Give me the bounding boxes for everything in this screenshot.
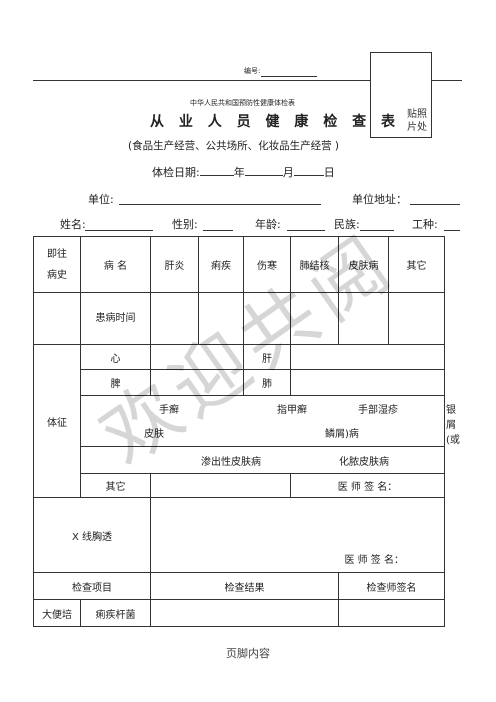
liver-field[interactable] — [290, 344, 445, 370]
xray-result-field[interactable]: 医 师 签 名： — [150, 497, 445, 573]
exam-spleen-lung-row: 脾 肺 — [34, 369, 445, 396]
unit-address-label: 单位地址： — [352, 193, 407, 206]
lab-stool-row: 大便培 痢疾杆菌 — [33, 599, 445, 627]
header-rule-right — [432, 80, 462, 81]
liver-label: 肝 — [243, 344, 291, 370]
age-field[interactable] — [287, 230, 325, 231]
disease-skin: 皮肤病 — [338, 236, 389, 293]
duration-label: 患病时间 — [95, 312, 136, 324]
exam-date-row: 体检日期: 年 月 日 — [152, 164, 335, 180]
disease-hepatitis: 肝炎 — [150, 236, 199, 293]
unit-label: 单位: — [88, 193, 114, 206]
name-field[interactable] — [85, 230, 153, 231]
disease-name-header: 病 名 — [80, 236, 151, 293]
skin-hand-eczema: 手部湿疹 — [358, 405, 398, 416]
history-empty-cell — [33, 292, 81, 345]
spleen-label: 脾 — [80, 369, 151, 396]
photo-placeholder-text: 贴照 片处 — [371, 108, 433, 134]
exam-skin-row: 手癣 指甲癣 手部湿疹 银屑(或 皮肤 鳞屑)病 — [34, 395, 460, 447]
exam-label-cell: 体征 — [33, 344, 81, 498]
duration-typhoid-field[interactable] — [243, 292, 291, 345]
history-label: 即往病史 — [47, 248, 67, 281]
duration-dysentery-field[interactable] — [198, 292, 244, 345]
ethnicity-field[interactable] — [360, 230, 394, 231]
exam-heart-liver-row: 体征 心 肝 — [33, 344, 445, 498]
skin-cell-2: 渗出性皮肤病 化脓皮肤病 — [80, 446, 445, 474]
skin-cell: 手癣 指甲癣 手部湿疹 银屑(或 皮肤 鳞屑)病 — [80, 395, 460, 447]
spleen-field[interactable] — [150, 369, 244, 396]
stool-culture-label: 大便培 — [33, 599, 81, 627]
skin-tinea-manus: 手癣 — [159, 405, 179, 416]
form-title: 从 业 人 员 健 康 检 查 表 — [150, 114, 400, 130]
day-label: 日 — [323, 166, 335, 179]
job-label: 工种: — [412, 218, 438, 231]
exam-date-label: 体检日期: — [152, 166, 200, 179]
heart-field[interactable] — [150, 344, 244, 370]
header-rule — [33, 80, 370, 81]
lab-header-row: 检查项目 检查结果 检查师签名 — [33, 572, 445, 600]
form-scope: (食品生产经营、公共场所、化妆品生产经营 ) — [128, 140, 340, 152]
unit-field[interactable] — [119, 204, 321, 205]
unit-address-field[interactable] — [410, 204, 460, 205]
month-field[interactable] — [244, 165, 283, 176]
lab-signer-header: 检查师签名 — [338, 572, 445, 600]
heart-label: 心 — [80, 344, 151, 370]
exam-skin-row-2: 渗出性皮肤病 化脓皮肤病 — [34, 446, 445, 474]
ethnicity-label: 民族: — [334, 218, 360, 231]
lung-field[interactable] — [290, 369, 445, 396]
history-label-cell: 即往病史 — [33, 236, 81, 293]
number-field-line[interactable] — [261, 76, 317, 77]
skin-psoriasis-cont: 鳞屑)病 — [325, 429, 359, 440]
skin-onychomycosis: 指甲癣 — [277, 405, 307, 416]
page-footer: 页脚内容 — [226, 647, 270, 660]
xray-doctor-sign: 医 师 签 名： — [344, 555, 404, 566]
name-label: 姓名: — [60, 218, 86, 231]
xray-label: X 线胸透 — [33, 497, 151, 573]
skin-psoriasis: 银屑(或 — [446, 405, 460, 446]
duration-tb-field[interactable] — [290, 292, 339, 345]
health-exam-table: 即往病史 病 名 肝炎 痢疾 伤寒 肺结核 皮肤病 其它 患病时间 体征 心 肝… — [33, 236, 460, 627]
xray-row: X 线胸透 医 师 签 名： — [33, 497, 445, 573]
disease-other: 其它 — [388, 236, 445, 293]
skin-label: 皮肤 — [144, 429, 164, 440]
exam-other-field[interactable] — [150, 473, 291, 498]
photo-box: 贴照 片处 — [370, 52, 432, 138]
exam-other-row: 其它 医 师 签 名： — [34, 473, 445, 498]
number-label: 编号: — [244, 67, 261, 75]
dysentery-bacillus-label: 痢疾杆菌 — [80, 599, 151, 627]
year-label: 年 — [233, 166, 245, 179]
history-duration-row: 患病时间 — [33, 292, 445, 345]
lab-item-header: 检查项目 — [33, 572, 151, 600]
job-field[interactable] — [444, 230, 460, 231]
duration-label-cell: 患病时间 — [80, 292, 151, 345]
gender-field[interactable] — [203, 230, 233, 231]
lab-result-header: 检查结果 — [150, 572, 339, 600]
history-header-row: 即往病史 病 名 肝炎 痢疾 伤寒 肺结核 皮肤病 其它 — [33, 236, 445, 293]
exam-doctor-sign[interactable]: 医 师 签 名： — [290, 473, 445, 498]
year-field[interactable] — [199, 165, 234, 176]
lung-label: 肺 — [243, 369, 291, 396]
photo-label-line2: 片处 — [407, 122, 427, 133]
disease-tuberculosis: 肺结核 — [290, 236, 339, 293]
form-subtitle: 中华人民共和国预防性健康体检表 — [190, 99, 295, 107]
age-label: 年龄: — [255, 218, 281, 231]
photo-label-line1: 贴照 — [407, 109, 427, 120]
disease-typhoid: 伤寒 — [243, 236, 291, 293]
duration-other-field[interactable] — [388, 292, 445, 345]
skin-exudative: 渗出性皮肤病 — [201, 457, 261, 468]
skin-purulent: 化脓皮肤病 — [339, 457, 389, 468]
disease-dysentery: 痢疾 — [198, 236, 244, 293]
exam-other-label: 其它 — [80, 473, 151, 498]
duration-skin-field[interactable] — [338, 292, 389, 345]
stool-result-field[interactable] — [150, 599, 339, 627]
stool-signer-field[interactable] — [338, 599, 445, 627]
duration-hepatitis-field[interactable] — [150, 292, 199, 345]
month-label: 月 — [282, 166, 294, 179]
day-field[interactable] — [293, 165, 324, 176]
gender-label: 性别: — [172, 218, 198, 231]
